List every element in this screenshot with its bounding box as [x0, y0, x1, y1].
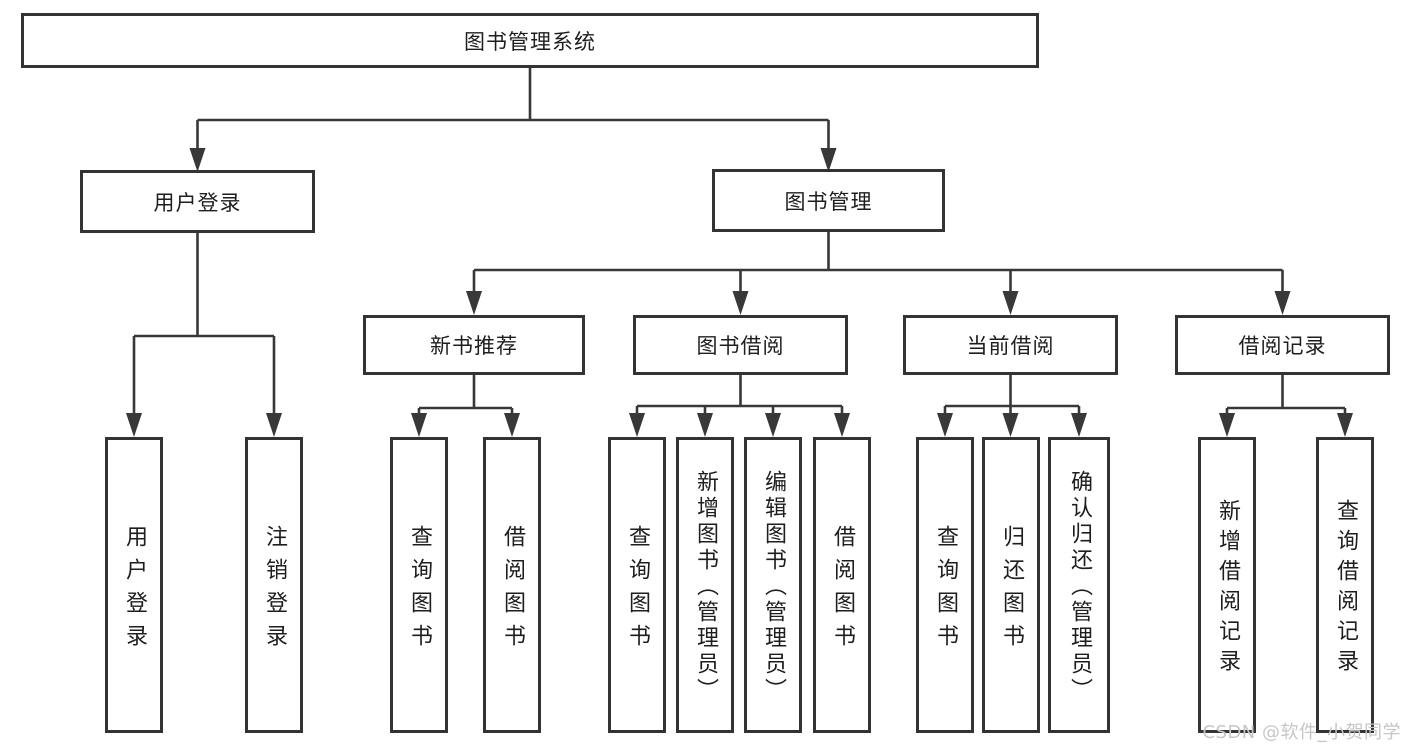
- node-root: 图书管理系统: [21, 13, 1039, 68]
- csdn-watermark: CSDN @软件_小贺同学: [1202, 722, 1401, 743]
- node-current-borrow-label: 当前借阅: [966, 334, 1055, 358]
- leaf-current-confirm-return-admin-label: 确认归还（管理员）: [1067, 470, 1092, 704]
- leaf-rec-query-books: 查询图书: [390, 437, 448, 733]
- connector-root-branch: [196, 68, 830, 150]
- arrowhead: [266, 413, 282, 437]
- arrowhead: [1071, 413, 1087, 437]
- arrowhead: [732, 291, 749, 315]
- arrowhead: [1337, 413, 1353, 437]
- leaf-current-query-books: 查询图书: [916, 437, 974, 733]
- leaf-borrow-add-books-admin-label: 新增图书（管理员）: [693, 470, 718, 704]
- node-book-borrow-label: 图书借阅: [696, 334, 785, 358]
- leaf-borrow-query-books: 查询图书: [608, 437, 666, 733]
- node-root-label: 图书管理系统: [464, 29, 596, 54]
- leaf-borrow-edit-books-admin-label: 编辑图书（管理员）: [761, 470, 786, 704]
- node-current-borrow: 当前借阅: [903, 315, 1118, 375]
- connector-borrow-record-branch: [1225, 375, 1347, 416]
- leaf-borrow-borrow-books-label: 借阅图书: [830, 524, 855, 657]
- arrowhead: [1002, 291, 1019, 315]
- connector-book-borrow-branch: [635, 375, 844, 416]
- node-borrow-record-label: 借阅记录: [1238, 334, 1327, 358]
- leaf-current-return-books: 归还图书: [982, 437, 1040, 733]
- arrowhead: [765, 413, 781, 437]
- leaf-borrow-edit-books-admin: 编辑图书（管理员）: [744, 437, 802, 733]
- arrowhead: [1002, 413, 1019, 437]
- leaf-record-query-label: 查询借阅记录: [1333, 499, 1358, 679]
- leaf-rec-borrow-books: 借阅图书: [483, 437, 541, 733]
- node-new-book-rec: 新书推荐: [363, 315, 585, 375]
- leaf-current-return-books-label: 归还图书: [999, 524, 1024, 657]
- leaf-rec-borrow-books-label: 借阅图书: [500, 524, 525, 657]
- arrowhead: [937, 413, 953, 437]
- leaf-logout-label: 注销登录: [262, 524, 287, 657]
- arrowhead: [504, 413, 520, 437]
- leaf-borrow-add-books-admin: 新增图书（管理员）: [676, 437, 734, 733]
- node-user-login: 用户登录: [80, 170, 315, 233]
- connector-user-login-branch: [132, 233, 276, 415]
- arrowhead: [411, 413, 427, 437]
- leaf-user-login-label: 用户登录: [122, 524, 147, 657]
- leaf-record-query: 查询借阅记录: [1316, 437, 1374, 733]
- leaf-user-login: 用户登录: [105, 437, 163, 733]
- leaf-rec-query-books-label: 查询图书: [407, 524, 432, 657]
- connector-book-mgmt-branch: [472, 232, 1284, 293]
- leaf-record-add: 新增借阅记录: [1198, 437, 1256, 733]
- leaf-record-add-label: 新增借阅记录: [1215, 499, 1240, 679]
- node-book-mgmt-label: 图书管理: [784, 189, 873, 214]
- arrowhead: [189, 148, 206, 172]
- connector-new-book-branch: [417, 375, 514, 416]
- leaf-current-query-books-label: 查询图书: [933, 524, 958, 657]
- leaf-borrow-borrow-books: 借阅图书: [813, 437, 871, 733]
- arrowhead: [1274, 291, 1291, 315]
- connector-current-borrow-branch: [943, 375, 1081, 416]
- leaf-current-confirm-return-admin: 确认归还（管理员）: [1048, 437, 1110, 733]
- arrowhead: [820, 148, 837, 172]
- arrowhead: [466, 291, 482, 315]
- node-book-mgmt: 图书管理: [712, 169, 945, 232]
- node-book-borrow: 图书借阅: [633, 315, 848, 375]
- arrowhead: [697, 413, 713, 437]
- node-user-login-label: 用户登录: [153, 190, 242, 215]
- arrowhead: [126, 413, 142, 437]
- node-borrow-record: 借阅记录: [1175, 315, 1390, 375]
- node-new-book-rec-label: 新书推荐: [430, 334, 518, 358]
- leaf-borrow-query-books-label: 查询图书: [625, 524, 650, 657]
- leaf-logout: 注销登录: [245, 437, 303, 733]
- arrowhead: [834, 413, 850, 437]
- arrowhead: [1219, 413, 1235, 437]
- arrowhead: [629, 413, 645, 437]
